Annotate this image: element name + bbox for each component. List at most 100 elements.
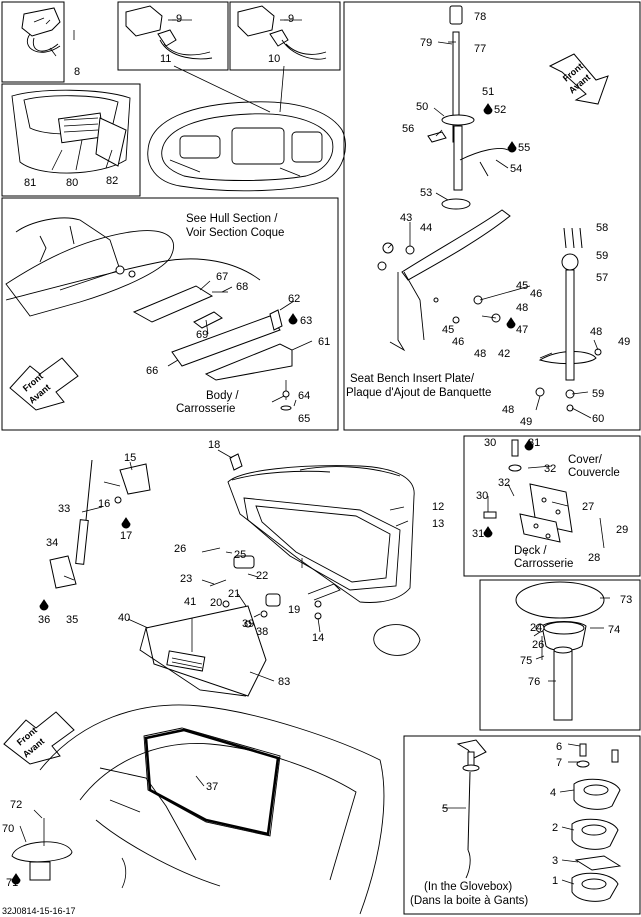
part-number: 56 (402, 123, 414, 135)
drop-icon (121, 517, 131, 529)
part-number: 53 (420, 187, 432, 199)
part-number: 72 (10, 799, 22, 811)
panel-glovebox (403, 735, 641, 915)
part-number: 8 (74, 66, 80, 78)
part-number: 32 (498, 477, 510, 489)
part-labels: 8 9 11 9 10 81 80 82 67 68 69 66 61 62 6… (2, 11, 632, 889)
part-number: 46 (452, 336, 464, 348)
caption-insert-plate-fr: Plaque d'Ajout de Banquette (346, 387, 491, 399)
part-number: 31 (472, 528, 484, 540)
part-number: 17 (120, 530, 132, 542)
part-number: 58 (596, 222, 608, 234)
panel-8-drawing (21, 7, 61, 57)
part-number: 5 (442, 803, 448, 815)
drop-markers (11, 103, 534, 885)
caption-cover-fr: Couvercle (568, 467, 620, 479)
captions: See Hull Section / Voir Section Coque Bo… (2, 213, 620, 916)
part-number: 67 (216, 271, 228, 283)
part-number: 80 (66, 177, 78, 189)
part-number: 11 (160, 53, 171, 65)
caption-insert-plate: Seat Bench Insert Plate/ (350, 373, 475, 385)
part-number: 10 (268, 53, 280, 65)
part-number: 33 (58, 503, 70, 515)
drop-icon (524, 439, 534, 451)
hull-bottom-drawing (11, 704, 385, 915)
part-number: 20 (210, 597, 222, 609)
drop-icon (39, 599, 49, 611)
panel-10 (229, 1, 341, 71)
part-number: 77 (474, 43, 486, 55)
panel-seat-post (343, 1, 641, 431)
part-number: 60 (592, 413, 604, 425)
leader-lines (19, 19, 610, 885)
part-number: 48 (590, 326, 602, 338)
part-number: 54 (510, 163, 522, 175)
part-number: 75 (520, 655, 532, 667)
part-number: 69 (196, 329, 208, 341)
part-number: 30 (476, 490, 488, 502)
part-number: 12 (432, 501, 444, 513)
part-number: 31 (528, 437, 540, 449)
drop-icon (507, 141, 517, 153)
part-number: 9 (288, 13, 294, 25)
part-number: 2 (552, 822, 558, 834)
drop-icon (483, 526, 493, 538)
drop-icon (483, 103, 493, 115)
part-number: 46 (530, 288, 542, 300)
part-number: 42 (498, 348, 510, 360)
part-number: 32 (544, 463, 556, 475)
caption-glovebox-fr: (Dans la boite à Gants) (410, 895, 528, 907)
part-number: 3 (552, 855, 558, 867)
caption-body-fr: Carrosserie (176, 403, 235, 415)
part-number: 48 (516, 302, 528, 314)
part-number: 30 (484, 437, 496, 449)
part-number: 19 (288, 604, 300, 616)
part-number: 26 (532, 639, 544, 651)
part-number: 49 (618, 336, 630, 348)
part-number: 57 (596, 272, 608, 284)
part-number: 34 (46, 537, 58, 549)
part-number: 63 (300, 315, 312, 327)
caption-see-hull-fr: Voir Section Coque (186, 227, 284, 239)
part-number: 45 (442, 324, 454, 336)
part-number: 24 (530, 622, 542, 634)
part-number: 16 (98, 498, 110, 510)
part-number: 4 (550, 787, 556, 799)
part-number: 83 (278, 676, 290, 688)
part-number: 59 (596, 250, 608, 262)
caption-glovebox: (In the Glovebox) (424, 881, 512, 893)
caption-deck: Deck / (514, 545, 547, 557)
part-number: 48 (502, 404, 514, 416)
part-number: 44 (420, 222, 432, 234)
part-number: 65 (298, 413, 310, 425)
panel-cover-deck (463, 435, 641, 577)
part-number: 21 (228, 588, 240, 600)
hinge-drawing (483, 439, 605, 556)
part-number: 23 (180, 573, 192, 585)
strut-drawing (49, 459, 151, 589)
panel-8 (1, 1, 65, 83)
part-number: 64 (298, 390, 310, 402)
caption-body: Body / (206, 390, 239, 402)
part-number: 22 (256, 570, 268, 582)
part-number: 43 (400, 212, 412, 224)
part-number: 41 (184, 596, 196, 608)
part-number: 15 (124, 452, 136, 464)
panel-10-drawing (237, 5, 327, 60)
part-number: 71 (6, 877, 18, 889)
part-number: 52 (494, 104, 506, 116)
part-number: 68 (236, 281, 248, 293)
body-panel-drawing (5, 217, 293, 411)
part-number: 51 (482, 86, 494, 98)
latch-drawing (456, 739, 622, 902)
part-number: 35 (66, 614, 78, 626)
part-number: 14 (312, 632, 324, 644)
drop-icon (11, 873, 21, 885)
front-arrow-icon: Front Avant (548, 53, 609, 105)
part-number: 39 (242, 618, 254, 630)
part-number: 9 (176, 13, 182, 25)
part-number: 29 (616, 524, 628, 536)
part-number: 49 (520, 416, 532, 428)
